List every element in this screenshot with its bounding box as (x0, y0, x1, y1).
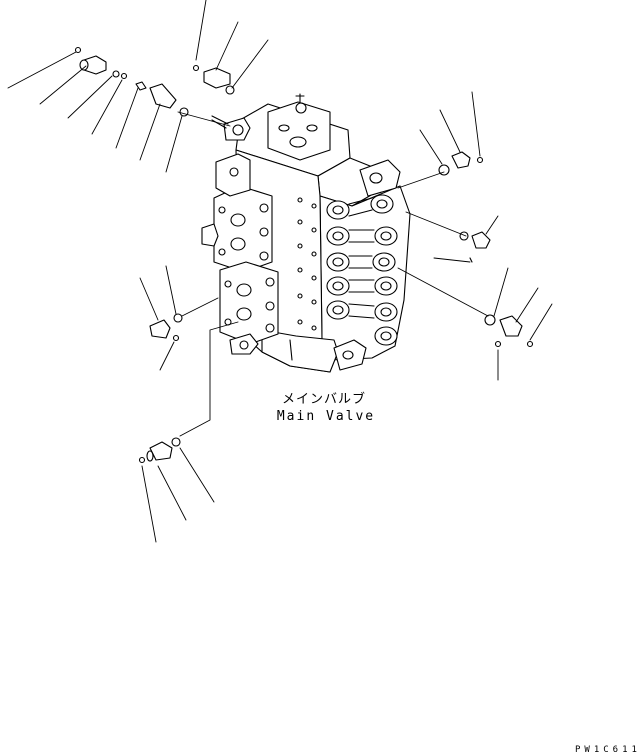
leader-lines (8, 0, 552, 542)
main-valve-label-en: Main Valve (277, 409, 375, 424)
drawing-code: PW1C611 (575, 745, 641, 755)
main-valve-label-jp: メインバルブ (282, 391, 366, 407)
main-valve-body (202, 94, 410, 372)
